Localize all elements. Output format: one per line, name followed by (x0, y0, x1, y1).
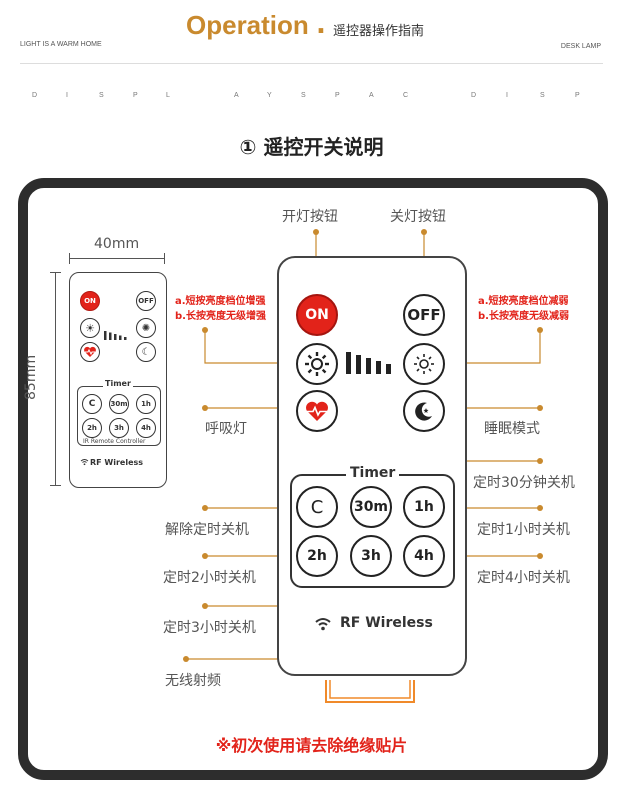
letter: A (369, 92, 374, 99)
brightness-bars-icon (346, 352, 398, 378)
breathing-button[interactable] (296, 390, 338, 432)
small-timer-30m: 30m (109, 394, 129, 414)
letter: P (575, 92, 580, 99)
letter: S (540, 92, 545, 99)
letter: P (335, 92, 340, 99)
off-button[interactable]: OFF (403, 294, 445, 336)
letter: A (234, 92, 239, 99)
small-timer-1h: 1h (136, 394, 156, 414)
small-wifi-icon (80, 458, 89, 468)
timer-2h-button[interactable]: 2h (296, 535, 338, 577)
small-timer-c: C (82, 394, 102, 414)
label-bright-down-1: a.短按亮度档位减弱 (478, 296, 569, 307)
label-timer-2h: 定时2小时关机 (163, 570, 256, 586)
letter: I (506, 92, 508, 99)
moon-star-icon (415, 402, 432, 421)
label-bright-down-2: b.长按亮度无级减弱 (478, 311, 569, 322)
label-timer-4h: 定时4小时关机 (477, 570, 570, 586)
letter: P (133, 92, 138, 99)
label-rf: 无线射频 (165, 673, 221, 689)
timer-4h-button[interactable]: 4h (403, 535, 445, 577)
brightness-up-button[interactable] (296, 343, 338, 385)
label-timer-30m: 定时30分钟关机 (473, 475, 575, 491)
label-cancel-timer: 解除定时关机 (165, 522, 249, 538)
dim-sun-icon (414, 354, 434, 374)
header-title: Operation (186, 10, 309, 40)
height-dimension-line (50, 272, 61, 486)
label-off-button: 关灯按钮 (390, 209, 446, 225)
timer-label: Timer (346, 465, 400, 481)
sun-icon (305, 352, 329, 376)
label-timer-1h: 定时1小时关机 (477, 522, 570, 538)
header-divider (20, 63, 603, 64)
small-brightness-bars-icon (104, 325, 130, 344)
sleep-button[interactable] (403, 390, 445, 432)
width-dimension: 40mm (94, 236, 140, 252)
wireless-icon (314, 616, 332, 631)
letter: D (471, 92, 477, 99)
small-sleep-icon: ☾ (136, 342, 156, 362)
timer-cancel-button[interactable]: C (296, 486, 338, 528)
label-breathing: 呼吸灯 (205, 421, 247, 437)
timer-30m-button[interactable]: 30m (350, 486, 392, 528)
letter: Y (267, 92, 272, 99)
small-timer-label: Timer (103, 379, 133, 388)
letter: S (99, 92, 104, 99)
brightness-down-button[interactable] (403, 343, 445, 385)
height-dimension: 85mm (23, 354, 39, 400)
label-bright-up-1: a.短按亮度档位增强 (175, 296, 266, 307)
rf-wireless-label: RF Wireless (340, 615, 433, 631)
timer-1h-button[interactable]: 1h (403, 486, 445, 528)
header-left-text: LIGHT IS A WARM HOME (20, 41, 102, 48)
header-subtitle: 遥控器操作指南 (333, 24, 425, 39)
small-ir-text: IR Remote Controller (83, 438, 146, 445)
letter: L (166, 92, 170, 99)
on-button[interactable]: ON (296, 294, 338, 336)
small-breathing-icon (80, 342, 100, 362)
small-brightness-down-icon: ✺ (136, 318, 156, 338)
small-rf-label: RF Wireless (90, 458, 144, 467)
letter: S (301, 92, 306, 99)
heart-pulse-icon (306, 401, 328, 421)
small-timer-3h: 3h (109, 418, 129, 438)
small-timer-4h: 4h (136, 418, 156, 438)
small-off-button: OFF (136, 291, 156, 311)
letter: D (32, 92, 38, 99)
header-right-text: DESK LAMP (560, 43, 601, 50)
battery-clip (320, 676, 420, 706)
small-on-button: ON (80, 291, 100, 311)
small-timer-2h: 2h (82, 418, 102, 438)
display-letters: D I S P L A Y S P A C D I S P (0, 92, 623, 104)
label-on-button: 开灯按钮 (282, 209, 338, 225)
usage-note: ※初次使用请去除绝缘贴片 (215, 736, 408, 755)
small-brightness-up-icon: ☀ (80, 318, 100, 338)
label-bright-up-2: b.长按亮度无级增强 (175, 311, 266, 322)
label-sleep: 睡眠模式 (484, 421, 540, 437)
section-title: ① 遥控开关说明 (239, 135, 384, 159)
letter: C (403, 92, 409, 99)
width-dimension-line (69, 253, 165, 264)
timer-3h-button[interactable]: 3h (350, 535, 392, 577)
header-dot: . (316, 10, 326, 40)
letter: I (66, 92, 68, 99)
label-timer-3h: 定时3小时关机 (163, 620, 256, 636)
